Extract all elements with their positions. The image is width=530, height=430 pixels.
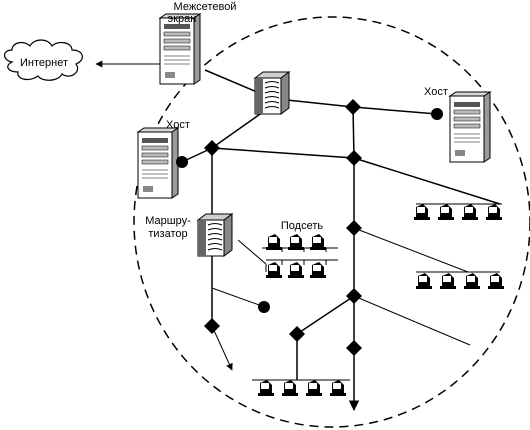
subnet-right-middle-workstations (416, 273, 504, 289)
internet-label: Интернет (20, 57, 68, 69)
workstation-icon (266, 234, 282, 250)
workstation-icon (464, 273, 480, 289)
workstation-icon (414, 204, 430, 220)
junction-node-icon (346, 340, 362, 356)
subnet-upper-workstations (266, 234, 326, 278)
host-right-label: Хост (424, 86, 448, 98)
connection-lines (95, 60, 501, 412)
host-left-label: Хост (166, 119, 190, 131)
firewall-label-line2: экран (168, 13, 197, 25)
workstation-icon (306, 380, 322, 396)
junction-node-icon (345, 99, 361, 115)
router-label-line2: тизатор (148, 228, 187, 240)
workstation-icon (486, 204, 502, 220)
host-right-endpoint (431, 108, 443, 120)
workstation-icon (288, 262, 304, 278)
junction-node-icon (346, 220, 362, 236)
workstation-icon (288, 234, 304, 250)
junction-node-icon (289, 326, 305, 342)
host-lower-endpoint (258, 301, 270, 313)
workstation-icon (488, 273, 504, 289)
firewall-label-line1: Межсетевой (174, 1, 237, 13)
internet-cloud-icon (3, 39, 83, 81)
central-router-icon (254, 71, 290, 115)
subnet-right-top-workstations (414, 204, 502, 220)
left-router-icon (197, 213, 233, 257)
workstation-icon (310, 234, 326, 250)
junction-node-icon (346, 288, 362, 304)
workstation-icon (266, 262, 282, 278)
workstation-icon (416, 273, 432, 289)
workstation-icon (310, 262, 326, 278)
intranet-boundary (133, 16, 530, 428)
workstation-icon (440, 273, 456, 289)
subnet-bottom-workstations (258, 380, 346, 396)
workstation-icon (438, 204, 454, 220)
junction-nodes (204, 99, 362, 356)
junction-node-icon (346, 150, 362, 166)
host-right-server-icon (449, 91, 491, 163)
workstation-icon (462, 204, 478, 220)
router-label-line1: Маршру- (145, 215, 191, 227)
host-left-server-icon (137, 127, 179, 199)
workstation-icon (282, 380, 298, 396)
subnet-label: Подсеть (281, 220, 323, 232)
host-left-endpoint (176, 156, 188, 168)
workstation-icon (258, 380, 274, 396)
workstation-icon (330, 380, 346, 396)
junction-node-icon (204, 318, 220, 334)
junction-node-icon (204, 140, 220, 156)
